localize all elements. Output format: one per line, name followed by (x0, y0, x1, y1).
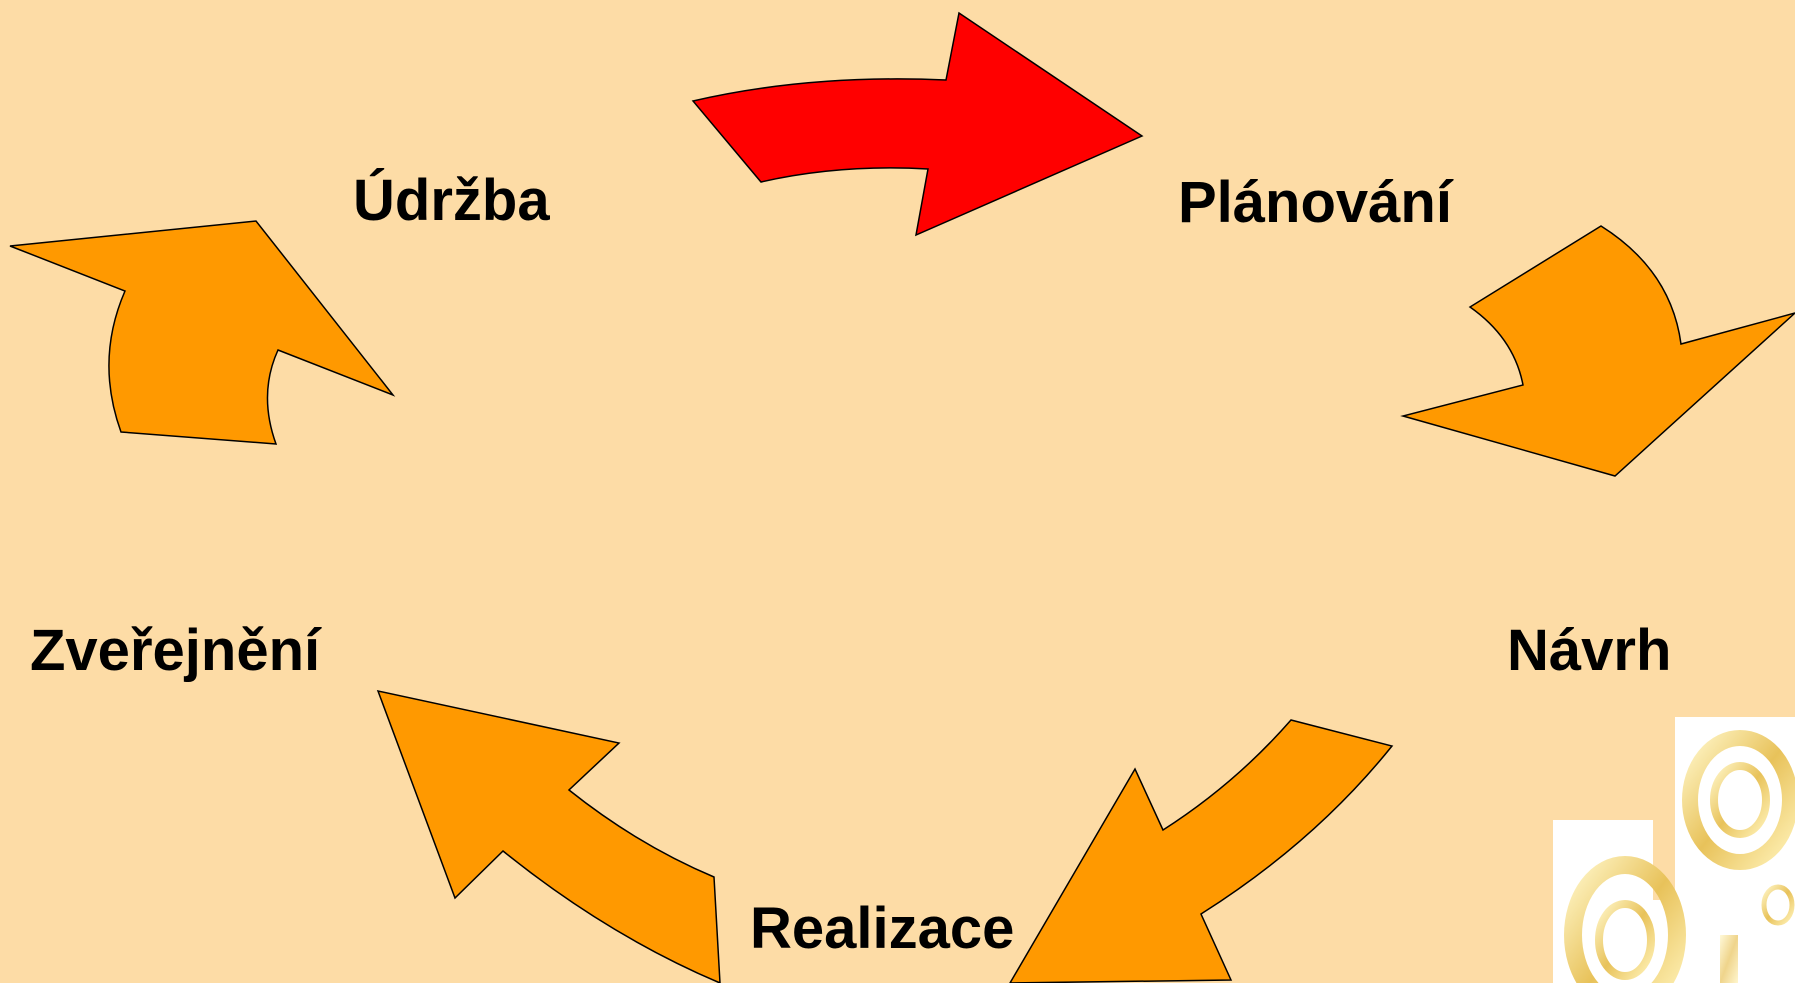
arrow-zverejneni-to-udrzba (9, 220, 396, 445)
phase-label-udrzba: Údržba (353, 168, 550, 233)
phase-label-realizace: Realizace (750, 896, 1015, 961)
phase-label-navrh: Návrh (1507, 618, 1672, 683)
arrow-planovani-to-navrh (1400, 225, 1795, 477)
rings-logo-icon (1553, 717, 1795, 983)
phase-label-planovani: Plánování (1178, 170, 1452, 235)
arrow-navrh-to-realizace (1009, 719, 1394, 983)
arrow-udrzba-to-planovani (691, 11, 1144, 237)
phase-label-zverejneni: Zveřejnění (30, 618, 321, 683)
arrow-realizace-to-zverejneni (376, 689, 721, 983)
